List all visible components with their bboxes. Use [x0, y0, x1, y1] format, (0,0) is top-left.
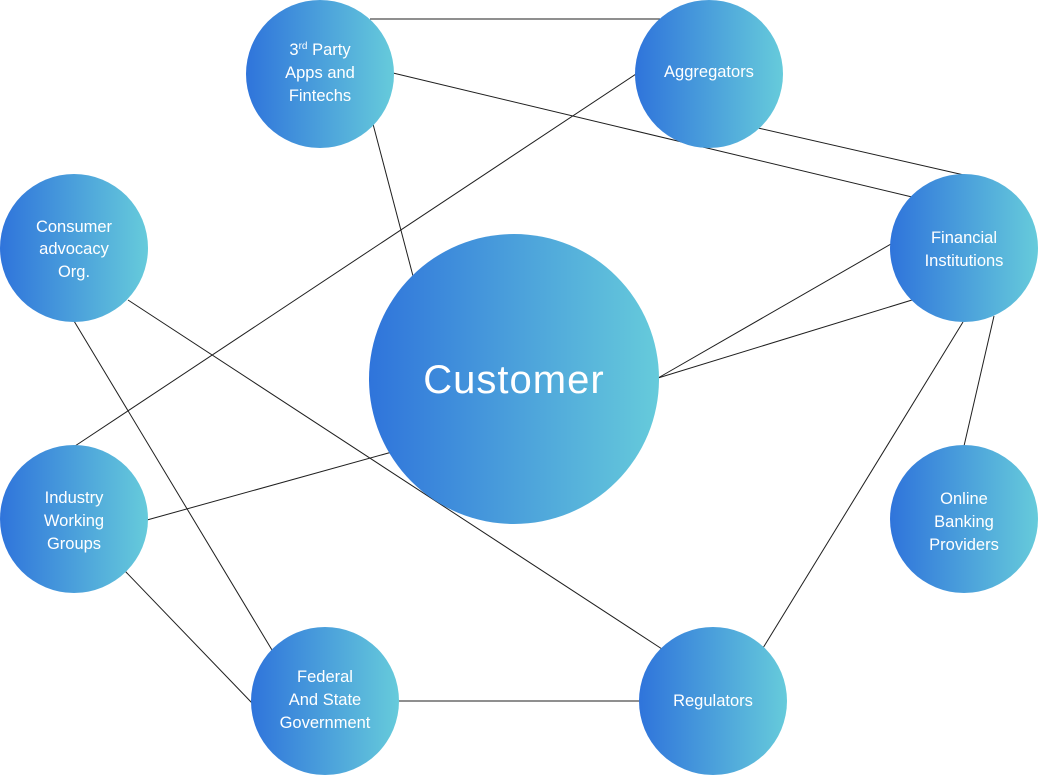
- node-consumer-advocacy: Consumer advocacy Org.: [0, 174, 148, 322]
- edge-aggregators-industry: [74, 73, 637, 447]
- edge-thirdparty-customer: [372, 123, 414, 277]
- node-circle: [890, 174, 1038, 322]
- node-label-line-1: Consumer: [36, 218, 113, 236]
- edge-consumer-regulators: [127, 299, 663, 650]
- node-label-customer: Customer: [423, 358, 604, 402]
- edge-customer-financial-b: [657, 299, 913, 379]
- node-circle: [0, 174, 148, 322]
- node-aggregators: Aggregators: [635, 0, 783, 148]
- node-label-line-1: Regulators: [673, 692, 753, 710]
- node-circle: [369, 234, 659, 524]
- node-label-line-1: Aggregators: [664, 63, 754, 81]
- node-label-line-1: Industry: [45, 489, 104, 507]
- edge-industry-customer: [146, 451, 393, 521]
- node-federal-state-government: Federal And State Government: [251, 627, 399, 775]
- node-label-line-3: Government: [280, 714, 371, 732]
- node-online-banking-providers: Online Banking Providers: [890, 445, 1038, 593]
- node-label-line-3: Providers: [929, 536, 999, 554]
- edge-consumer-federal: [73, 320, 273, 651]
- node-circle: [0, 445, 148, 593]
- edge-industry-federal: [124, 570, 253, 704]
- node-third-party-apps: 3rd Party Apps and Fintechs: [246, 0, 394, 148]
- node-circle: [246, 0, 394, 148]
- node-label-line-3: Org.: [58, 263, 90, 281]
- edge-aggregators-financial: [757, 127, 965, 176]
- node-label-line-1: Financial: [931, 229, 997, 247]
- node-label-line-2: Apps and: [285, 64, 355, 82]
- edge-thirdparty-financial: [392, 72, 913, 198]
- node-label-line-1: Federal: [297, 668, 353, 686]
- node-industry-working-groups: Industry Working Groups: [0, 445, 148, 593]
- connection-lines: [73, 18, 995, 704]
- node-regulators: Regulators: [639, 627, 787, 775]
- edge-financial-online: [963, 315, 995, 447]
- edge-customer-financial-a: [657, 243, 892, 379]
- node-label-line-2: Banking: [934, 513, 994, 531]
- edge-financial-regulators: [762, 321, 964, 649]
- node-label-line-1: 3rd Party: [289, 41, 351, 59]
- node-label-line-2: advocacy: [39, 240, 109, 258]
- node-customer: Customer: [369, 234, 659, 524]
- node-label-line-2: Working: [44, 512, 104, 530]
- node-circle: [890, 445, 1038, 593]
- node-circle: [251, 627, 399, 775]
- node-circle: [635, 0, 783, 148]
- node-financial-institutions: Financial Institutions: [890, 174, 1038, 322]
- node-label-line-3: Fintechs: [289, 87, 351, 105]
- node-label-line-3: Groups: [47, 535, 101, 553]
- node-label-line-2: And State: [289, 691, 361, 709]
- node-circle: [639, 627, 787, 775]
- node-label-line-1: Online: [940, 490, 988, 508]
- node-label-line-2: Institutions: [925, 252, 1004, 270]
